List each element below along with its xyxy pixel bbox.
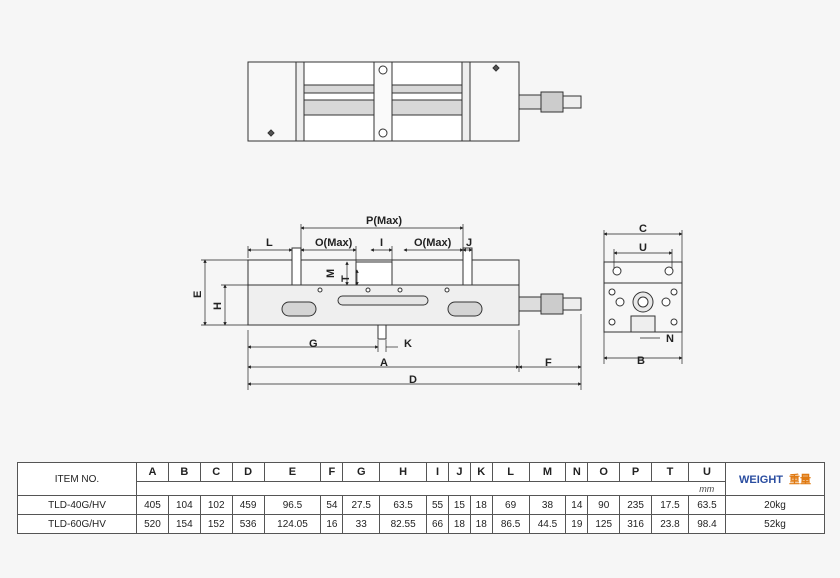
dim-g-label: G <box>309 338 318 350</box>
value-cell: 104 <box>167 495 201 515</box>
value-cell: 23.8 <box>651 514 689 534</box>
weight-header-cn: 重量 <box>789 474 811 486</box>
dim-p-label: P(Max) <box>366 215 402 227</box>
col-header: T <box>651 462 689 482</box>
value-cell: 33 <box>342 514 381 534</box>
dim-d-label: D <box>409 374 417 386</box>
col-header: C <box>199 462 233 482</box>
value-cell: 90 <box>587 495 621 515</box>
value-cell: 18 <box>469 495 493 515</box>
col-header: I <box>426 462 449 482</box>
dim-f-label: F <box>545 357 552 369</box>
value-cell: 316 <box>619 514 653 534</box>
value-cell: 125 <box>587 514 621 534</box>
col-header: A <box>136 462 169 482</box>
col-header: B <box>167 462 201 482</box>
value-cell: 19 <box>565 514 589 534</box>
value-cell: 69 <box>491 495 530 515</box>
value-cell: 63.5 <box>687 495 727 515</box>
dim-j-label: J <box>466 237 472 249</box>
value-cell: 14 <box>565 495 589 515</box>
dim-u-label: U <box>639 242 647 254</box>
dim-i-label: I <box>380 237 383 249</box>
value-cell: 520 <box>136 514 169 534</box>
item-no-cell: TLD-40G/HV <box>17 495 137 515</box>
unit-row: mm <box>18 481 825 496</box>
dim-l-label: L <box>266 237 273 249</box>
value-cell: 38 <box>528 495 567 515</box>
col-header: G <box>342 462 381 482</box>
value-cell: 27.5 <box>342 495 381 515</box>
dim-h-label: H <box>212 302 224 310</box>
spindle-top <box>518 94 542 110</box>
col-header: L <box>491 462 530 482</box>
value-cell: 16 <box>320 514 344 534</box>
front-view <box>247 247 582 340</box>
movable-jaw-top <box>469 61 520 142</box>
value-cell: 66 <box>426 514 449 534</box>
spindle-front <box>518 296 542 312</box>
dim-c-label: C <box>639 223 647 235</box>
fixed-jaw-top <box>247 61 297 142</box>
item-no-cell: TLD-60G/HV <box>17 514 137 534</box>
value-cell: 63.5 <box>379 495 428 515</box>
value-cell: 154 <box>167 514 201 534</box>
dim-e-label: E <box>192 291 204 298</box>
value-cell: 15 <box>447 495 471 515</box>
dimension-letters: P(Max) L O(Max) I O(Max) J M T E H G K A… <box>192 215 674 386</box>
dim-a-label: A <box>380 357 388 369</box>
spec-table: ITEM NO. A B C D E F G H I J K L M N O P… <box>17 462 825 534</box>
col-header: N <box>565 462 589 482</box>
col-header: P <box>619 462 653 482</box>
col-header: F <box>320 462 344 482</box>
col-header: K <box>469 462 493 482</box>
value-cell: 235 <box>619 495 653 515</box>
item-no-header: ITEM NO. <box>17 462 137 496</box>
value-cell: 54 <box>320 495 344 515</box>
col-header: J <box>447 462 471 482</box>
value-cell: 86.5 <box>491 514 530 534</box>
col-header: H <box>379 462 428 482</box>
col-header: M <box>528 462 567 482</box>
value-cell: 124.05 <box>263 514 322 534</box>
weight-header: WEIGHT 重量 <box>725 462 825 496</box>
value-cell: 152 <box>199 514 233 534</box>
col-header: E <box>263 462 322 482</box>
dim-t-label: T <box>340 275 352 282</box>
value-cell: 18 <box>469 514 493 534</box>
value-cell: 405 <box>136 495 169 515</box>
value-cell: 18 <box>447 514 471 534</box>
col-header: O <box>587 462 621 482</box>
dim-o-left-label: O(Max) <box>315 237 353 249</box>
value-cell: 98.4 <box>687 514 727 534</box>
weight-header-label: WEIGHT <box>739 474 783 486</box>
dim-o-right-label: O(Max) <box>414 237 452 249</box>
value-cell: 102 <box>199 495 233 515</box>
value-cell: 459 <box>231 495 265 515</box>
weight-cell: 20kg <box>725 495 825 515</box>
value-cell: 55 <box>426 495 449 515</box>
dim-n-label: N <box>666 333 674 345</box>
table-row: TLD-60G/HV 520 154 152 536 124.05 16 33 … <box>17 514 825 534</box>
value-cell: 536 <box>231 514 265 534</box>
value-cell: 82.55 <box>379 514 428 534</box>
weight-cell: 52kg <box>725 514 825 534</box>
dim-b-label: B <box>637 355 645 367</box>
side-view <box>603 261 683 333</box>
technical-drawing: P(Max) L O(Max) I O(Max) J M T E H G K A… <box>192 61 683 390</box>
spec-header-row: ITEM NO. A B C D E F G H I J K L M N O P… <box>17 462 825 496</box>
value-cell: 44.5 <box>528 514 567 534</box>
value-cell: 96.5 <box>263 495 322 515</box>
col-header: D <box>231 462 265 482</box>
dim-m-label: M <box>325 269 337 278</box>
unit-label: mm <box>688 481 727 496</box>
col-header: U <box>687 462 727 482</box>
top-view <box>247 61 582 142</box>
dim-k-label: K <box>404 338 412 350</box>
value-cell: 17.5 <box>651 495 689 515</box>
table-row: TLD-40G/HV 405 104 102 459 96.5 54 27.5 … <box>17 495 825 515</box>
dimension-lines <box>201 224 683 390</box>
